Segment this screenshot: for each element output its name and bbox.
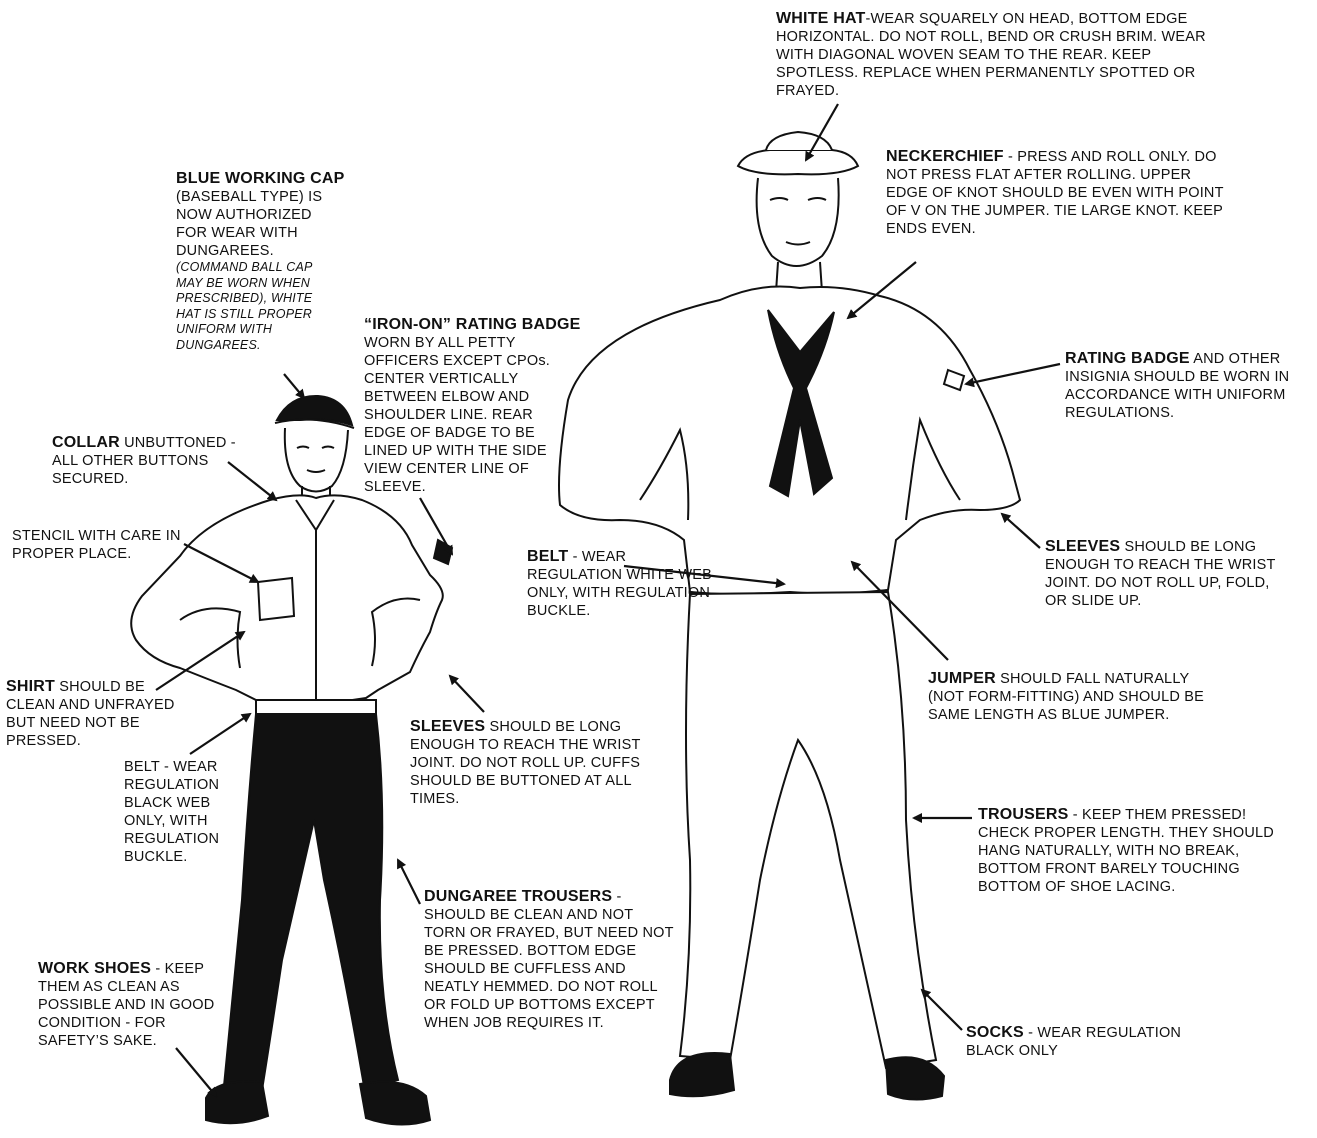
callout-title: BELT xyxy=(527,548,568,565)
callout-body: STENCIL WITH CARE IN PROPER PLACE. xyxy=(12,527,187,563)
white-trousers xyxy=(680,592,936,1068)
callout-jumper: JUMPER SHOULD FALL NATURALLY (NOT FORM-F… xyxy=(928,670,1228,724)
callout-body: - SHOULD BE CLEAN AND NOT TORN OR FRAYED… xyxy=(424,889,673,1031)
arrow-sleeves-jumper xyxy=(1002,514,1040,548)
callout-belt-black: BELT - WEAR REGULATION BLACK WEB ONLY, W… xyxy=(124,758,234,866)
callout-title: SLEEVES xyxy=(410,718,485,735)
callout-shirt: SHIRT SHOULD BE CLEAN AND UNFRAYED BUT N… xyxy=(6,678,176,750)
callout-title: WORK SHOES xyxy=(38,960,151,977)
callout-body: BELT - WEAR REGULATION BLACK WEB ONLY, W… xyxy=(124,758,234,866)
white-uniform-shoe-left xyxy=(670,1053,734,1096)
callout-title: WHITE HAT xyxy=(776,10,866,27)
callout-neckerchief: NECKERCHIEF - PRESS AND ROLL ONLY. DO NO… xyxy=(886,148,1231,238)
callout-rating-badge: RATING BADGE AND OTHER INSIGNIA SHOULD B… xyxy=(1065,350,1310,422)
callout-title: RATING BADGE xyxy=(1065,350,1190,367)
callout-title: DUNGAREE TROUSERS xyxy=(424,888,612,905)
white-sailor-head xyxy=(757,178,839,266)
callout-collar: COLLAR UNBUTTONED - ALL OTHER BUTTONS SE… xyxy=(52,434,262,488)
callout-sleeves-shirt: SLEEVES SHOULD BE LONG ENOUGH TO REACH T… xyxy=(410,718,650,808)
callout-title: NECKERCHIEF xyxy=(886,148,1004,165)
arrow-rating-badge xyxy=(966,364,1060,384)
arrow-sleeves-shirt xyxy=(450,676,484,712)
callout-white-hat: WHITE HAT-WEAR SQUARELY ON HEAD, BOTTOM … xyxy=(776,10,1236,100)
callout-stencil: STENCIL WITH CARE IN PROPER PLACE. xyxy=(12,527,187,563)
arrow-work-shoes xyxy=(176,1048,216,1096)
callout-title: SOCKS xyxy=(966,1024,1024,1041)
callout-socks: SOCKS - WEAR REGULATION BLACK ONLY xyxy=(966,1024,1216,1060)
arrow-dungaree xyxy=(398,860,420,904)
arrow-blue-cap xyxy=(284,374,304,398)
dungaree-sailor-head xyxy=(285,428,348,492)
callout-title: SHIRT xyxy=(6,678,55,695)
white-uniform-shoe-right xyxy=(886,1057,944,1099)
callout-dungaree-trousers: DUNGAREE TROUSERS - SHOULD BE CLEAN AND … xyxy=(424,888,676,1032)
callout-iron-on-badge: “IRON-ON” RATING BADGE WORN BY ALL PETTY… xyxy=(364,316,614,496)
callout-title: COLLAR xyxy=(52,434,120,451)
callout-title: SLEEVES xyxy=(1045,538,1120,555)
callout-italic-note: (COMMAND BALL CAP MAY BE WORN WHEN PRESC… xyxy=(176,260,326,353)
callout-body: WORN BY ALL PETTY OFFICERS EXCEPT CPOs. … xyxy=(364,334,569,496)
callout-title: “IRON-ON” RATING BADGE xyxy=(364,316,614,334)
callout-trousers: TROUSERS - KEEP THEM PRESSED! CHECK PROP… xyxy=(978,806,1278,896)
callout-title: BLUE WORKING CAP xyxy=(176,170,376,188)
dungaree-trousers xyxy=(224,714,398,1090)
work-shoe-left xyxy=(206,1081,268,1123)
callout-sleeves-jumper: SLEEVES SHOULD BE LONG ENOUGH TO REACH T… xyxy=(1045,538,1285,610)
arrow-belt-black xyxy=(190,714,250,754)
callout-body: (BASEBALL TYPE) IS NOW AUTHORIZED FOR WE… xyxy=(176,188,336,260)
callout-title: TROUSERS xyxy=(978,806,1069,823)
work-shoe-right xyxy=(360,1082,430,1125)
white-hat xyxy=(738,150,858,174)
callout-title: JUMPER xyxy=(928,670,996,687)
callout-work-shoes: WORK SHOES - KEEP THEM AS CLEAN AS POSSI… xyxy=(38,960,233,1050)
callout-belt-white: BELT - WEAR REGULATION WHITE WEB ONLY, W… xyxy=(527,548,722,620)
callout-blue-working-cap: BLUE WORKING CAP (BASEBALL TYPE) IS NOW … xyxy=(176,170,376,353)
